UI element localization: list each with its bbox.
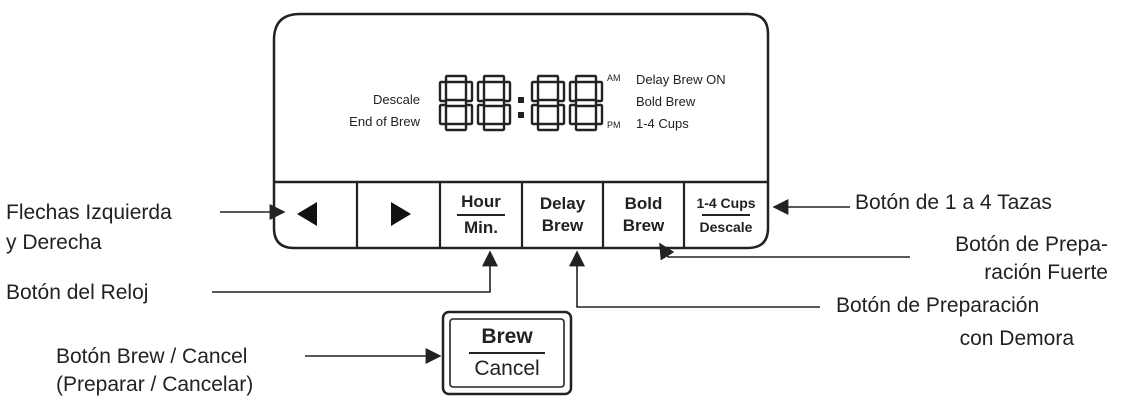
arrow-right-icon <box>391 202 411 226</box>
seven-segment-time-digits <box>438 74 604 132</box>
brew-label: Brew <box>541 216 584 235</box>
brew-cancel-top-label: Brew <box>481 325 533 349</box>
brew-button-inner-outline <box>449 318 565 388</box>
label-arrows-line2: y Derecha <box>6 231 102 254</box>
delay-label: Delay <box>539 194 586 213</box>
digit-1 <box>438 74 474 132</box>
am-indicator: AM <box>607 73 621 83</box>
brew-cancel-button[interactable]: Brew Cancel <box>443 312 571 394</box>
delay-brew-button[interactable]: Delay Brew <box>522 182 603 248</box>
brew-label: Brew <box>622 216 665 235</box>
callout-clock <box>212 250 498 293</box>
label-brew-cancel-line1: Botón Brew / Cancel <box>56 345 248 368</box>
colon-dots <box>518 97 524 118</box>
display-panel-outline <box>272 12 770 250</box>
descale-label: Descale <box>699 218 753 235</box>
callout-bold <box>659 242 910 261</box>
pm-indicator: PM <box>607 120 621 130</box>
arrow-left-icon <box>297 202 317 226</box>
digit-4 <box>568 74 604 132</box>
indicator-delay-brew-on: Delay Brew ON <box>636 72 726 87</box>
bold-brew-button[interactable]: Bold Brew <box>603 182 684 248</box>
callout-lines <box>212 199 910 364</box>
indicator-1-4-cups: 1-4 Cups <box>636 116 689 131</box>
bold-label: Bold <box>624 194 663 213</box>
button-dividers <box>355 182 686 248</box>
label-bold-line2: ración Fuerte <box>984 261 1108 284</box>
digit-2 <box>476 74 512 132</box>
label-delay-line1: Botón de Preparación <box>836 294 1040 317</box>
hour-min-button[interactable]: Hour Min. <box>440 182 522 248</box>
label-divider <box>457 214 505 216</box>
label-delay-line2: con Demora <box>959 327 1074 350</box>
min-label: Min. <box>464 217 498 237</box>
digit-3 <box>530 74 566 132</box>
label-brew-cancel-line2: (Preparar / Cancelar) <box>56 373 254 396</box>
indicator-end-of-brew: End of Brew <box>349 114 420 129</box>
brew-cancel-bottom-label: Cancel <box>474 356 540 380</box>
label-arrows-line1: Flechas Izquierda <box>6 201 172 224</box>
brew-button-outer-outline <box>441 310 573 396</box>
cups-label: 1-4 Cups <box>696 195 756 212</box>
left-arrow-button[interactable] <box>274 182 357 248</box>
callout-delay <box>569 250 820 308</box>
hour-label: Hour <box>461 192 501 212</box>
label-divider <box>469 352 545 354</box>
indicator-descale: Descale <box>373 92 420 107</box>
cups-descale-button[interactable]: 1-4 Cups Descale <box>684 182 768 248</box>
right-arrow-button[interactable] <box>357 182 440 248</box>
label-clock: Botón del Reloj <box>6 281 149 304</box>
label-bold-line1: Botón de Prepa- <box>955 233 1108 256</box>
label-cups: Botón de 1 a 4 Tazas <box>855 191 1052 214</box>
label-divider <box>702 214 750 216</box>
indicator-bold-brew: Bold Brew <box>636 94 696 109</box>
